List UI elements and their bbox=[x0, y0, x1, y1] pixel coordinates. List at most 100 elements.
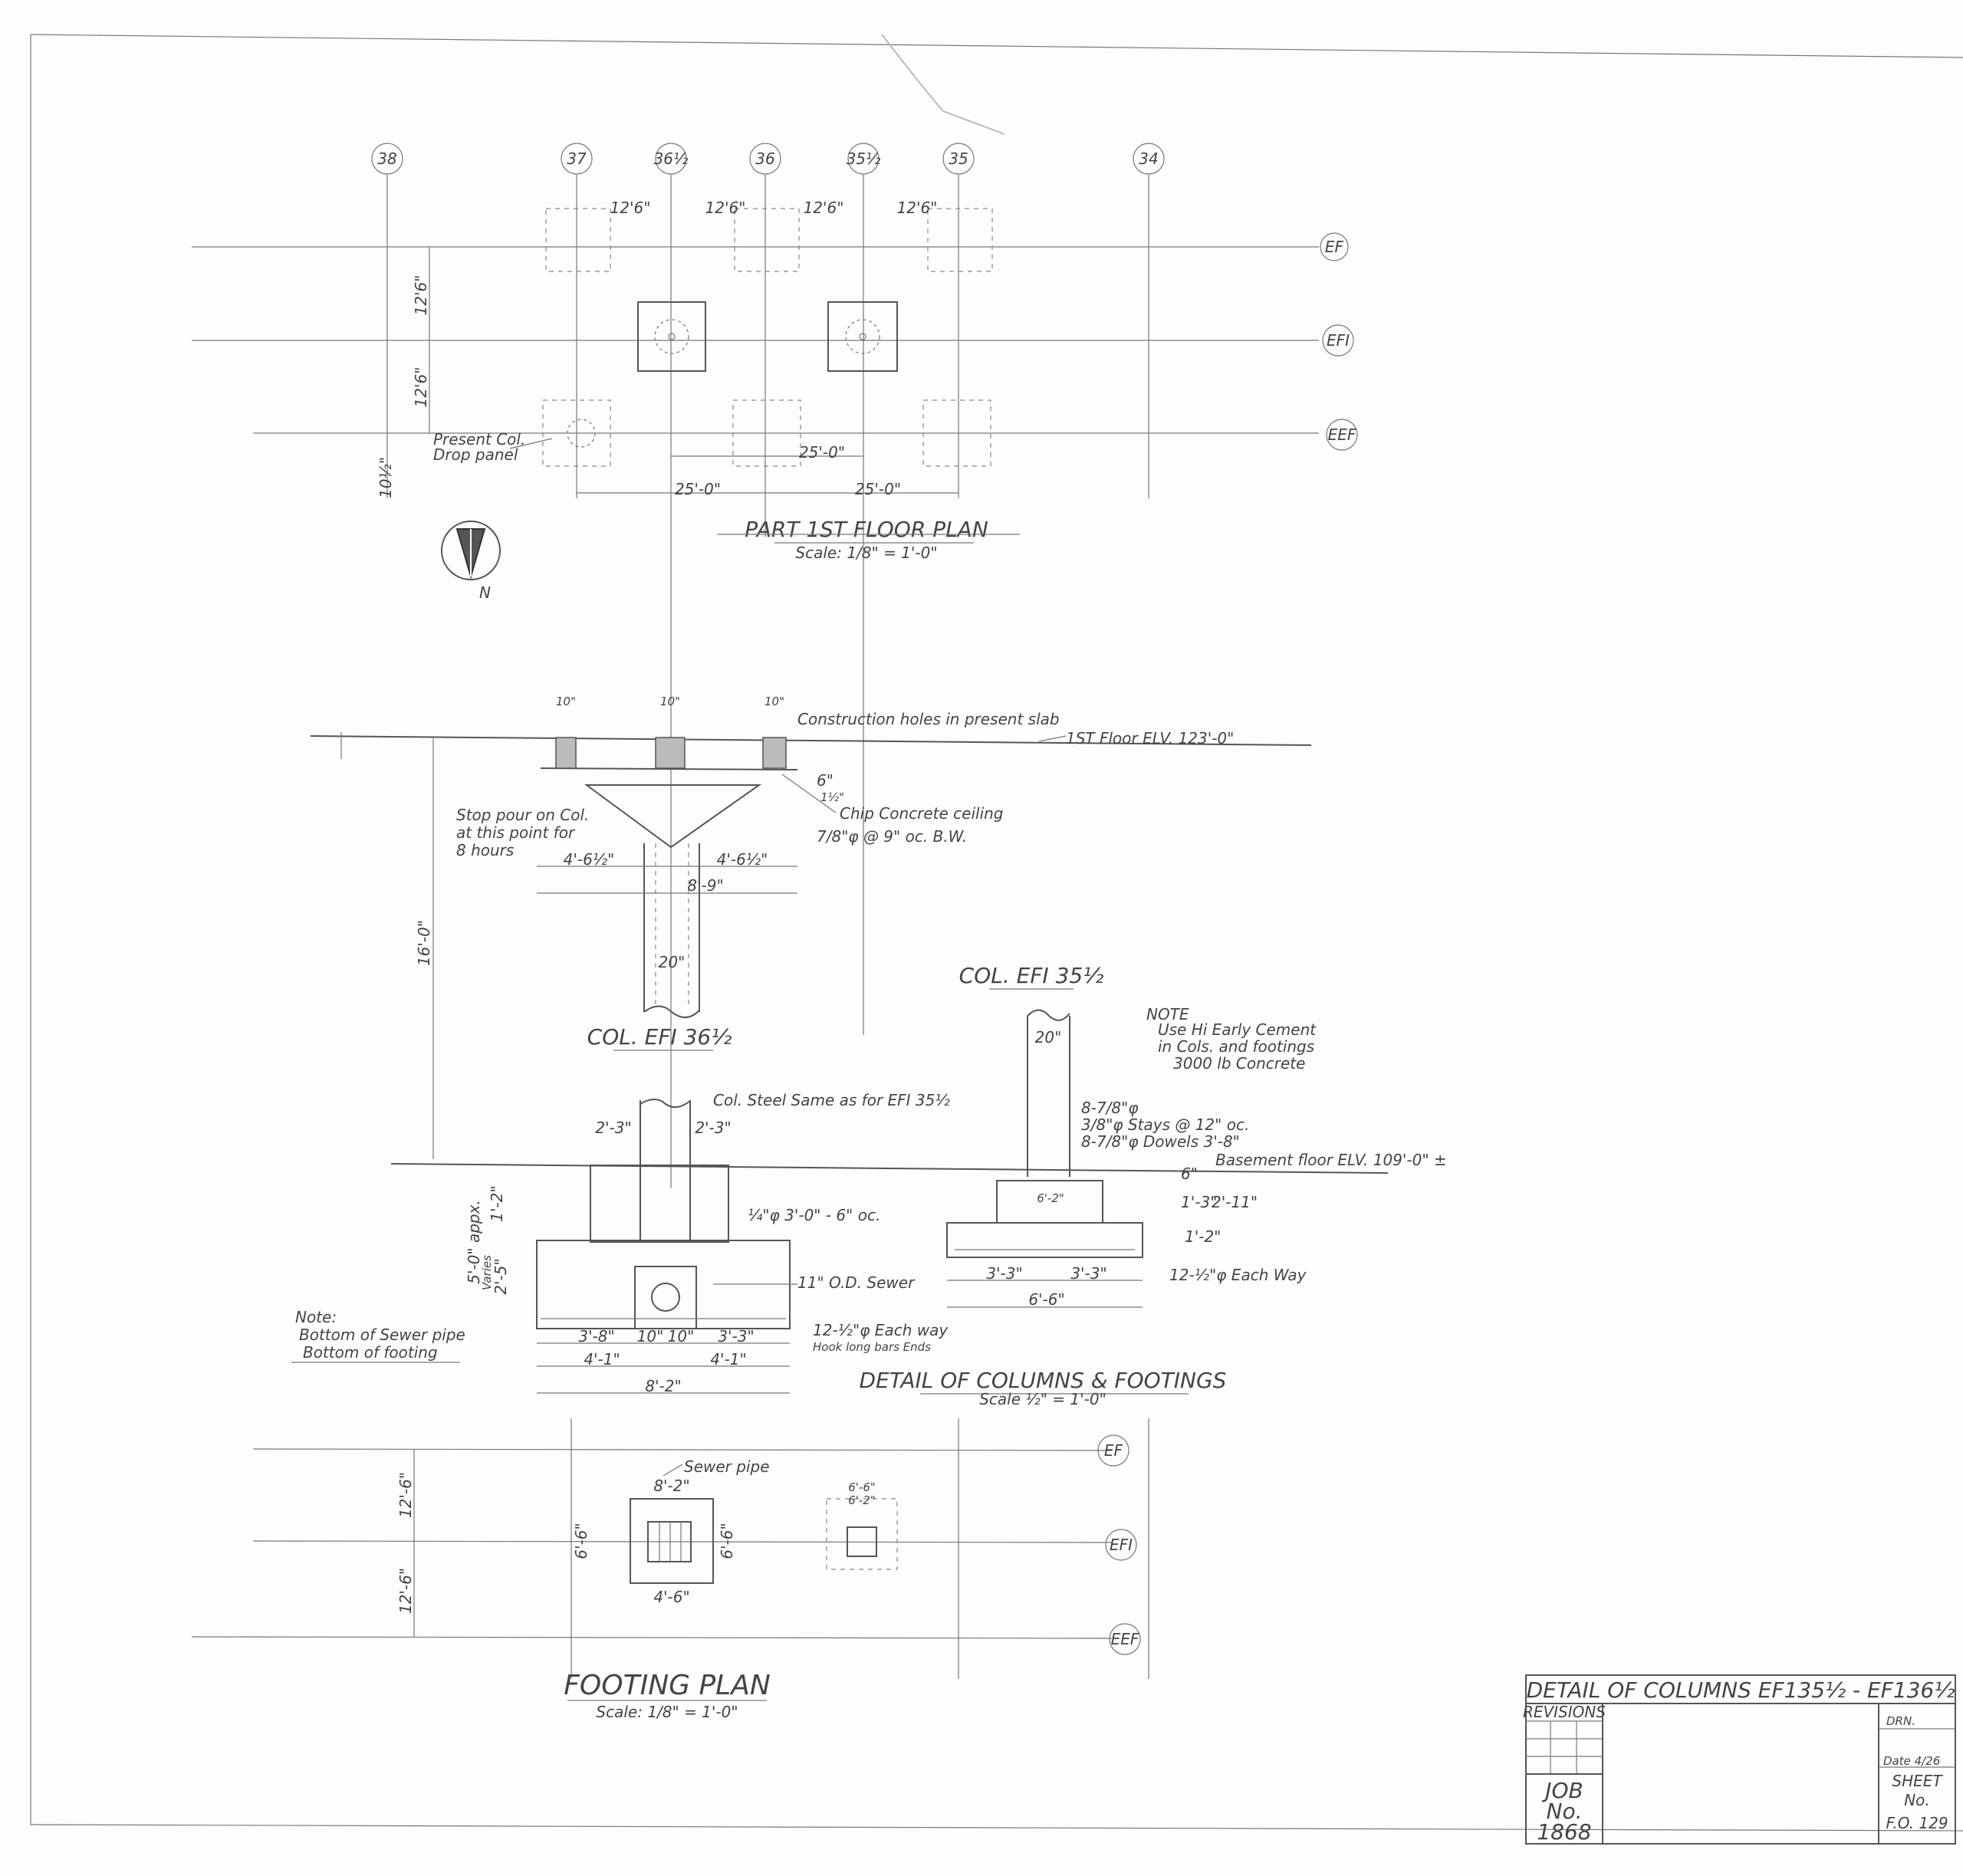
note-line: Use Hi Early Cement bbox=[1158, 1020, 1317, 1039]
bottom-note: Bottom of footing bbox=[303, 1343, 438, 1362]
pedestal-dim: 6'-2" bbox=[1037, 1191, 1064, 1205]
steel-note: Col. Steel Same as for EFI 35½ bbox=[713, 1091, 950, 1109]
grid-bubble-34 bbox=[1133, 143, 1165, 175]
dim: 6'-6" bbox=[718, 1523, 736, 1559]
dim: 6'-6" bbox=[848, 1480, 876, 1494]
dim: 12'-6" bbox=[396, 1568, 415, 1614]
stop-note: at this point for bbox=[456, 823, 576, 842]
bay-dim: 12'6" bbox=[804, 199, 844, 217]
drawn-label: DRN. bbox=[1886, 1714, 1915, 1728]
sheet-border-bottom bbox=[30, 1824, 1963, 1832]
hole-dim: 10" bbox=[660, 695, 680, 708]
grid-bubble-38 bbox=[371, 143, 403, 175]
dim: 2'-3" bbox=[595, 1119, 631, 1137]
dim: Varies bbox=[480, 1255, 494, 1290]
grid-label: 36½ bbox=[654, 149, 689, 168]
dim: 3'-8" bbox=[578, 1327, 614, 1345]
present-col-note: Drop panel bbox=[433, 445, 518, 464]
date-label: Date 4/26 bbox=[1883, 1754, 1940, 1768]
grid-bubble-36-5 bbox=[655, 143, 687, 175]
chip-note: Chip Concrete ceiling bbox=[840, 804, 1004, 823]
dim: 3'-3" bbox=[986, 1264, 1022, 1283]
sheet-border-top bbox=[30, 34, 1963, 58]
floor-plan: 38 37 36½ 36 35½ 35 34 EF EFI bbox=[192, 143, 1358, 1188]
footing-plan-title: FOOTING PLAN bbox=[564, 1670, 771, 1701]
svg-text:N: N bbox=[479, 583, 491, 602]
sewer-label: Sewer pipe bbox=[684, 1457, 770, 1476]
grid-bubble-36 bbox=[749, 143, 781, 175]
dim: 2'-5" bbox=[492, 1258, 510, 1294]
title-block: DETAIL OF COLUMNS EF135½ - EF136½ REVISI… bbox=[1523, 1674, 1956, 1845]
detail-title: DETAIL OF COLUMNS & FOOTINGS bbox=[860, 1368, 1227, 1393]
lower-rebar-note: 12-½"φ Each way bbox=[813, 1321, 949, 1339]
bar-note: 8-7/8"φ bbox=[1081, 1099, 1139, 1117]
right-col-title: COL. EFI 35½ bbox=[959, 963, 1104, 988]
basement-floor-line bbox=[390, 1163, 1389, 1174]
row-lines: EF EFI EEF bbox=[192, 232, 1358, 451]
row-label: EF bbox=[1104, 1441, 1123, 1460]
vertical-grid-lines bbox=[386, 175, 1149, 1188]
dim: 4'-1" bbox=[584, 1350, 620, 1368]
dim: 6" bbox=[1181, 1165, 1198, 1183]
dim: 1'-2" bbox=[488, 1185, 506, 1221]
row-bubble-efi bbox=[1322, 324, 1354, 356]
right-col-dim: 20" bbox=[1035, 1028, 1062, 1046]
footing-plan: 12'-6" 12'-6" EF EFI EEF Sewer pipe 8'-2… bbox=[191, 1418, 1149, 1721]
dim: 5'-0" appx. bbox=[465, 1200, 483, 1284]
job-line: No. bbox=[1547, 1799, 1583, 1824]
sheet-line: No. bbox=[1904, 1791, 1930, 1809]
stop-note: Stop pour on Col. bbox=[456, 806, 589, 824]
cap-dim: 6" bbox=[817, 771, 834, 790]
dim: 2'-11" bbox=[1212, 1193, 1258, 1211]
grid-bubble-35 bbox=[942, 143, 975, 175]
hole-dim: 10" bbox=[764, 695, 784, 708]
dim: 10" bbox=[637, 1327, 664, 1345]
footing-plan-scale: Scale: 1/8" = 1'-0" bbox=[596, 1703, 738, 1721]
cap-dim: 1½" bbox=[820, 790, 844, 804]
revisions-label: REVISIONS bbox=[1523, 1703, 1606, 1721]
first-floor-label: 1ST Floor ELV. 123'-0" bbox=[1066, 729, 1234, 747]
row-label: EFI bbox=[1110, 1536, 1133, 1554]
lower-section: Col. Steel Same as for EFI 35½ 2'-3" 2'-… bbox=[291, 1091, 1226, 1408]
grid-bubble-35-5 bbox=[847, 143, 880, 175]
hole-note: Construction holes in present slab bbox=[797, 710, 1060, 728]
job-line: 1868 bbox=[1537, 1819, 1591, 1845]
dim: 6'-6" bbox=[572, 1523, 590, 1559]
present-col-note: Present Col. bbox=[433, 430, 525, 448]
first-floor-line bbox=[310, 735, 1312, 746]
bottom-note: Note: bbox=[295, 1308, 337, 1326]
span-dim: 25'-0" bbox=[855, 480, 901, 498]
dim: 4'-1" bbox=[710, 1350, 746, 1368]
right-rebar-note: 12-½"φ Each Way bbox=[1169, 1266, 1307, 1284]
basement-floor-label: Basement floor ELV. 109'-0" ± bbox=[1215, 1151, 1447, 1169]
dim: 3'-3" bbox=[718, 1327, 754, 1345]
bay-dim: 12'6" bbox=[705, 199, 746, 217]
lower-rebar-note: Hook long bars Ends bbox=[813, 1340, 931, 1354]
dim: 4'-6" bbox=[653, 1588, 689, 1606]
sheet-line: F.O. 129 bbox=[1886, 1814, 1948, 1832]
dim: 3'-3" bbox=[1070, 1264, 1106, 1283]
row-label: EFI bbox=[1327, 331, 1350, 350]
grid-label: 34 bbox=[1139, 149, 1158, 168]
rebar-note: 7/8"φ @ 9" oc. B.W. bbox=[817, 827, 967, 846]
dim: 8'-2" bbox=[653, 1477, 689, 1495]
row-bubble-ef bbox=[1320, 232, 1349, 261]
north-arrow-icon: N bbox=[441, 521, 501, 602]
dim: 6'-2" bbox=[848, 1493, 876, 1507]
dim: 8'-9" bbox=[687, 876, 723, 895]
sewer-note: 11" O.D. Sewer bbox=[797, 1273, 916, 1292]
right-section: COL. EFI 35½ 20" NOTE Use Hi Early Cemen… bbox=[390, 963, 1447, 1309]
bar-note: 8-7/8"φ Dowels 3'-8" bbox=[1081, 1132, 1240, 1151]
dim: 4'-6½" bbox=[717, 850, 768, 869]
job-line: JOB bbox=[1541, 1778, 1583, 1803]
col-width-dim: 20" bbox=[659, 953, 686, 971]
dim: 2'-3" bbox=[695, 1119, 731, 1137]
dowel-note: ¼"φ 3'-0" - 6" oc. bbox=[748, 1206, 880, 1224]
row-bubble-eef bbox=[1326, 419, 1358, 451]
dim: 12'-6" bbox=[396, 1472, 415, 1518]
row-bubble bbox=[1105, 1529, 1137, 1561]
upper-col-title: COL. EFI 36½ bbox=[587, 1024, 732, 1050]
bar-note: 3/8"φ Stays @ 12" oc. bbox=[1081, 1115, 1249, 1134]
note-line: in Cols. and footings bbox=[1158, 1037, 1314, 1056]
